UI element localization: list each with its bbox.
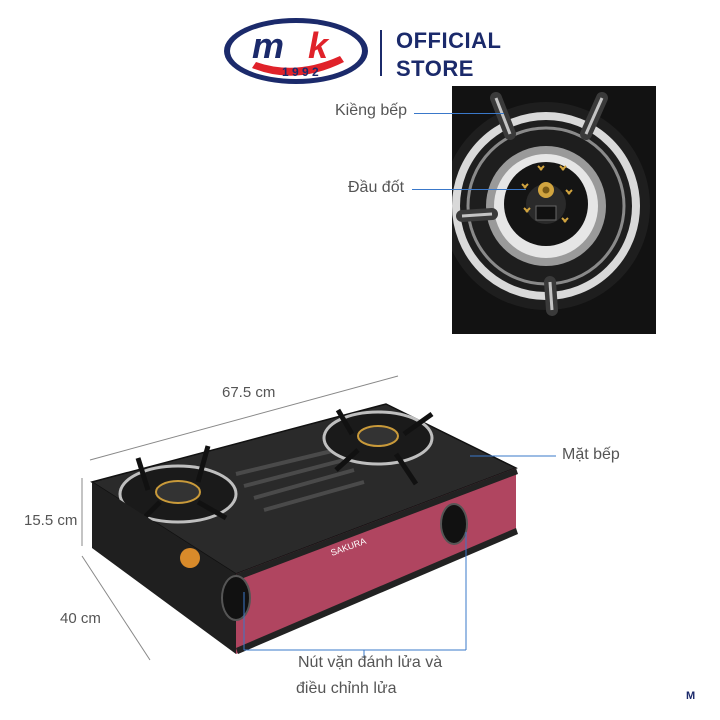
burner-closeup-photo	[452, 86, 656, 334]
logo-divider	[380, 30, 382, 76]
svg-text:1 9 9 2: 1 9 9 2	[282, 65, 319, 79]
svg-text:m: m	[252, 25, 284, 66]
callout-burner	[412, 189, 526, 190]
label-knob-line-1: Nút vặn đánh lửa và	[298, 654, 443, 671]
dimension-depth: 40 cm	[60, 610, 101, 627]
label-burner: Đầu đốt	[348, 179, 405, 196]
callout-grate	[414, 113, 504, 114]
corner-mark: M	[686, 690, 696, 702]
store-line-1: OFFICIAL	[396, 28, 502, 53]
label-grate: Kiềng bếp	[335, 102, 408, 119]
mk-1992-logo: m k 1 9 9 2	[224, 18, 368, 84]
label-top: Mặt bếp	[562, 446, 620, 463]
label-knob-line-2: điều chỉnh lửa	[296, 680, 397, 697]
dimension-lines	[81, 375, 556, 661]
dimension-height: 15.5 cm	[24, 512, 78, 529]
svg-text:k: k	[308, 25, 330, 66]
dimension-width: 67.5 cm	[222, 384, 276, 401]
stove-photo: SAKURA	[90, 403, 518, 654]
store-line-2: STORE	[396, 56, 474, 81]
